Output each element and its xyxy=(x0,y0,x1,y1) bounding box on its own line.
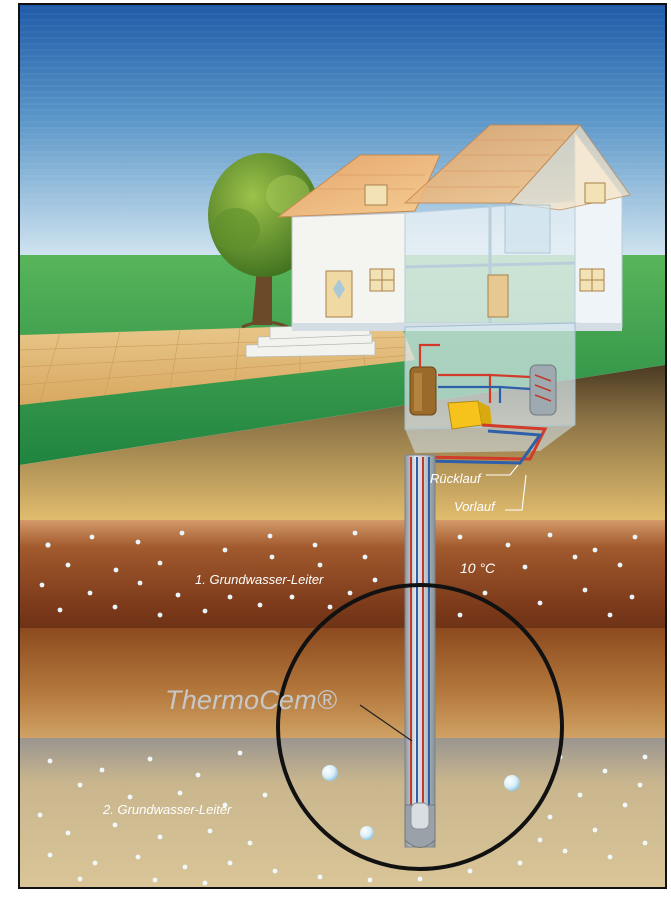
ruecklauf-label: Rücklauf xyxy=(430,471,481,486)
geothermal-diagram xyxy=(20,5,665,887)
aquifer-layer-1 xyxy=(20,520,665,628)
house-icon xyxy=(276,124,631,453)
water-heater-icon xyxy=(529,364,557,416)
temperature-label: 10 °C xyxy=(460,560,496,576)
brand-label: ThermoCem® xyxy=(165,685,337,715)
aquifer-2-label: 2. Grundwasser-Leiter xyxy=(103,802,232,817)
heat-pump-icon xyxy=(447,400,492,430)
water-dots-1 xyxy=(39,530,638,618)
diagram-frame: Rücklauf Vorlauf 10 °C 1. Grundwasser-Le… xyxy=(18,3,667,889)
clay-layer xyxy=(20,628,665,738)
borehole-probe-icon xyxy=(404,454,436,848)
storage-tank-icon xyxy=(409,366,437,416)
zoom-circle xyxy=(276,583,564,871)
water-bubbles xyxy=(322,765,520,840)
vorlauf-label: Vorlauf xyxy=(454,499,495,514)
aquifer-1-label: 1. Grundwasser-Leiter xyxy=(195,572,324,587)
